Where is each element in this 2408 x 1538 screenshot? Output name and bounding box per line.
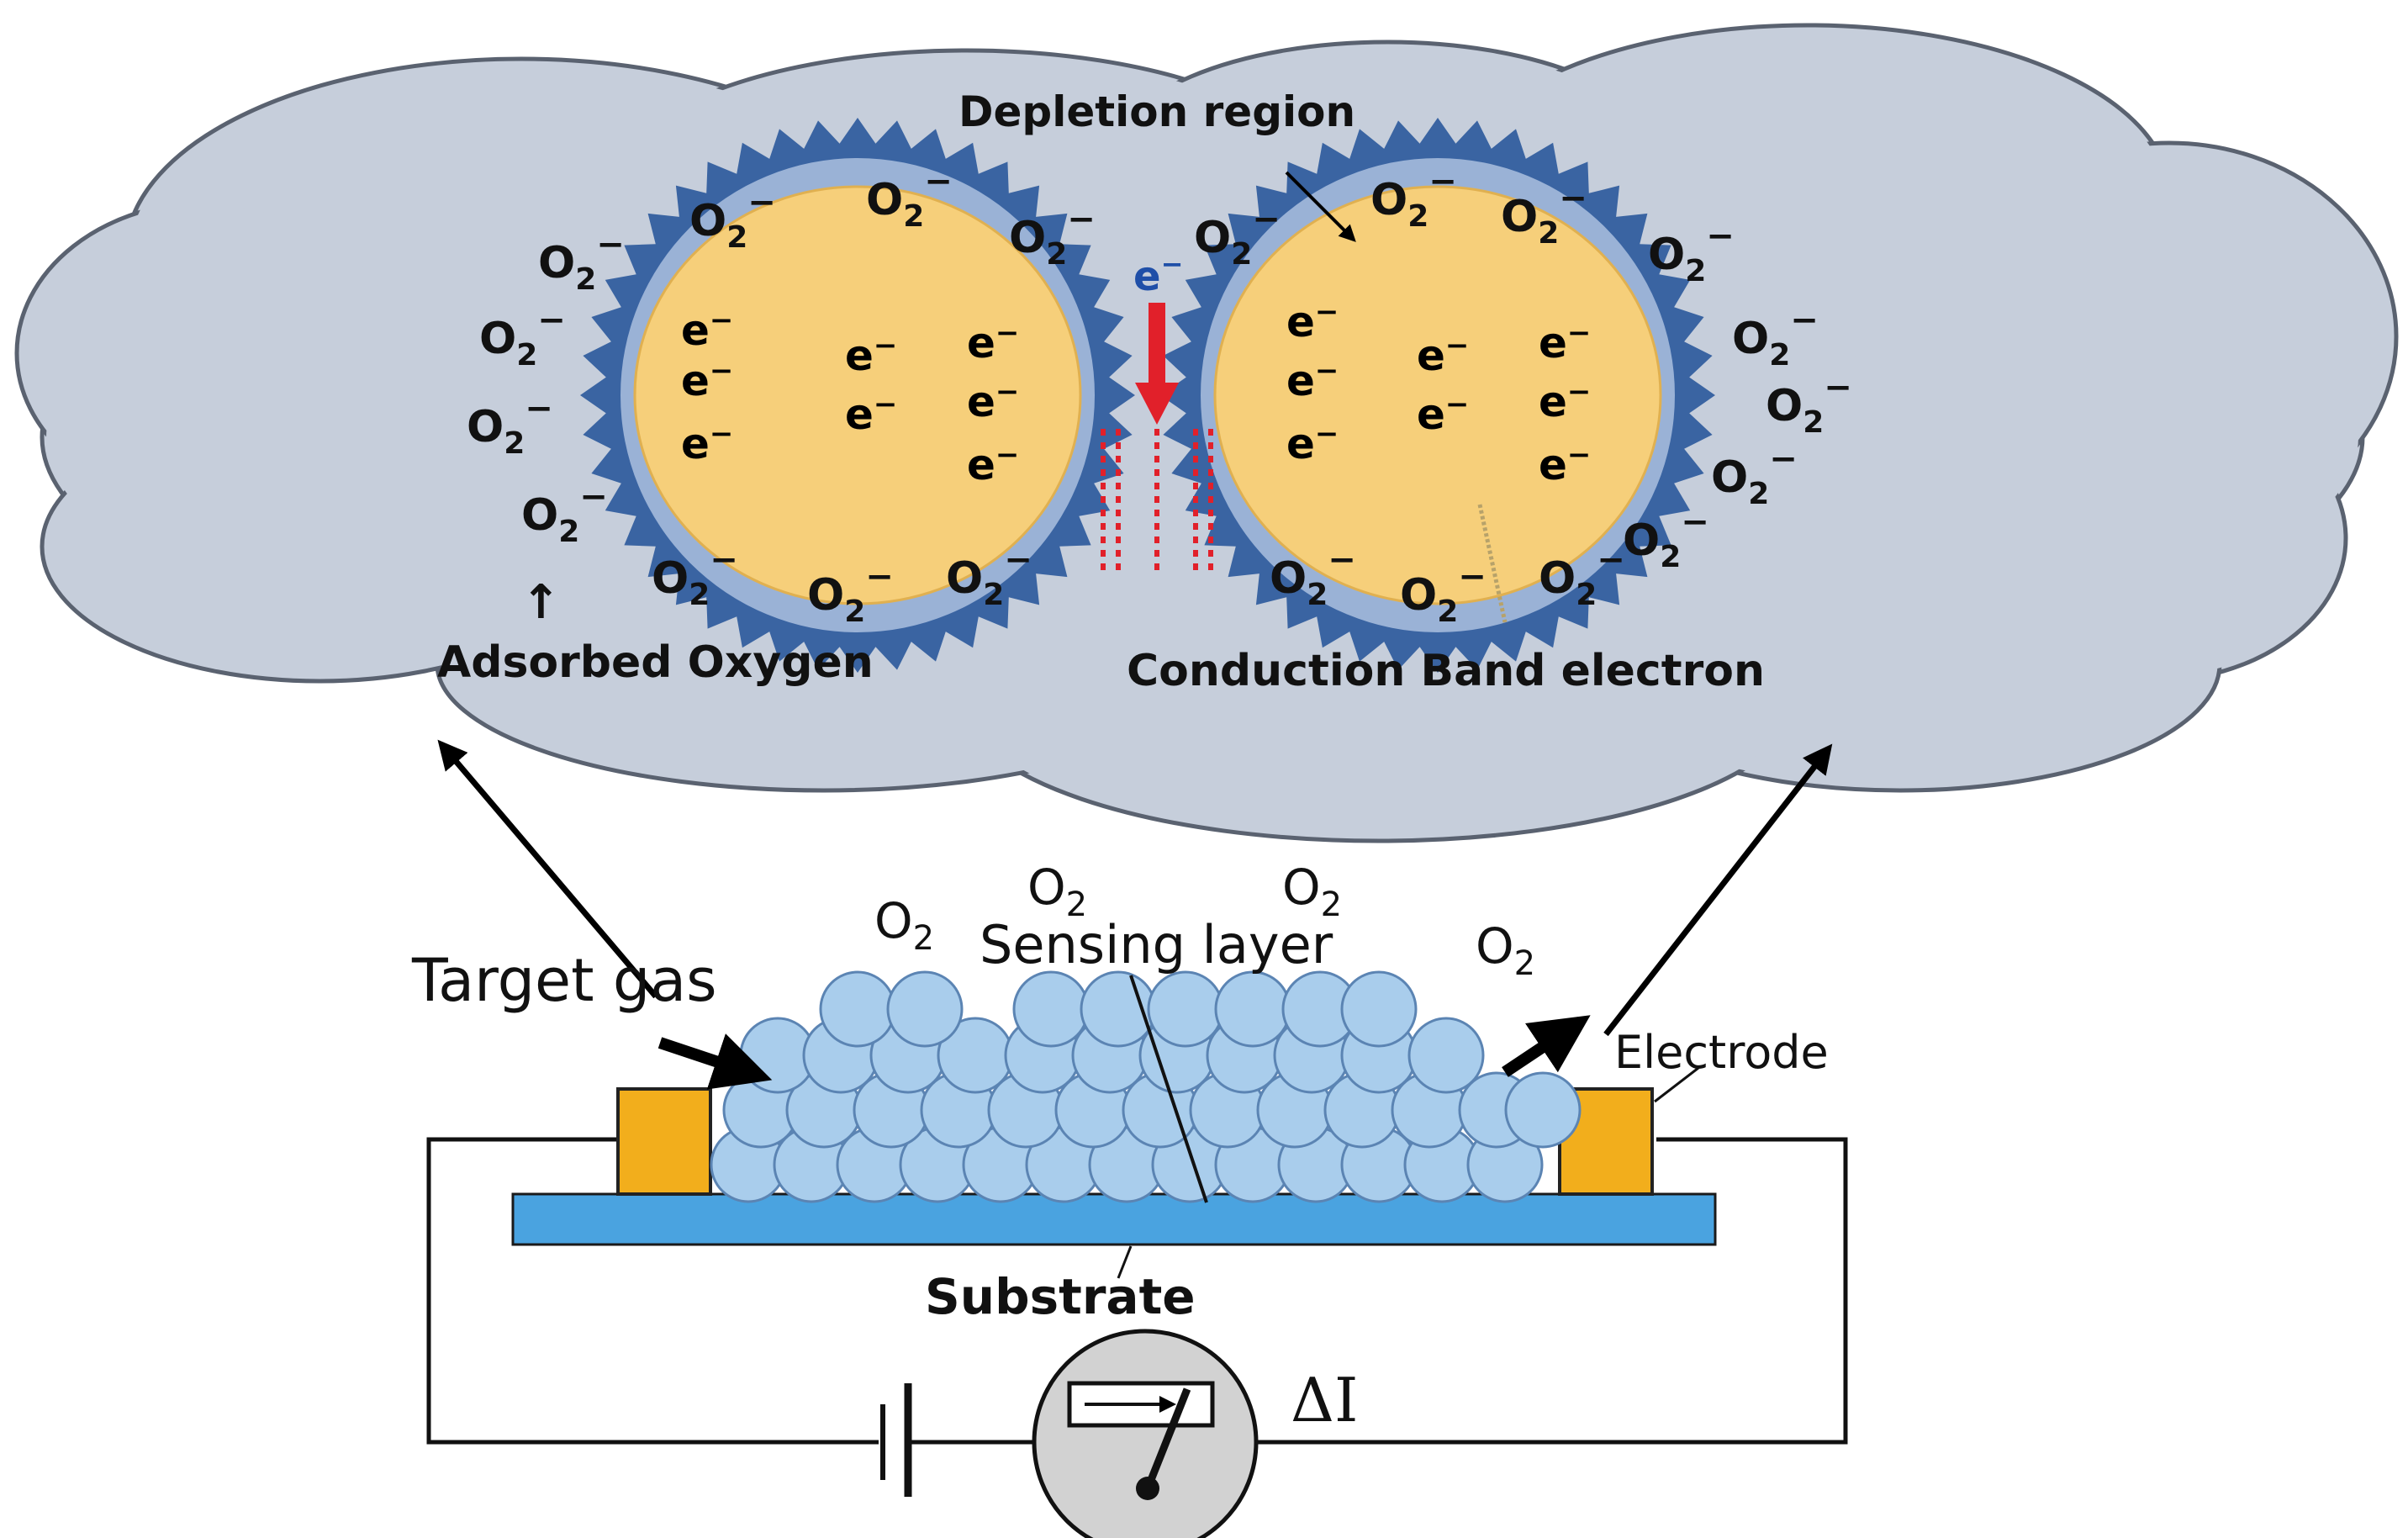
sensing-particle [1340, 970, 1418, 1048]
depletion-pointer [1285, 171, 1356, 242]
oxygen-ion: O2− [479, 301, 566, 373]
battery-icon [880, 1383, 912, 1497]
oxygen-ion: O2− [946, 541, 1032, 612]
sensing-particle [1504, 1071, 1582, 1149]
oxygen-ion: O2− [1648, 217, 1735, 288]
electron: e− [1417, 388, 1469, 439]
adsorbed-oxygen-label: Adsorbed Oxygen [437, 637, 874, 688]
sensing-particle [1080, 970, 1157, 1048]
oxygen-ion: O2− [1623, 503, 1709, 574]
oxygen-ion: O2− [866, 162, 953, 234]
oxygen-ion: O2− [652, 541, 738, 612]
electron-transfer-arrow [1135, 303, 1179, 425]
sensing-particle [1012, 970, 1090, 1048]
ammeter-icon [1032, 1329, 1259, 1538]
oxygen-ion: O2− [538, 225, 625, 297]
grain-right [1160, 118, 1715, 673]
sensing-particle [819, 970, 896, 1048]
electron: e− [1417, 329, 1469, 380]
interface-electron-label: e− [1133, 248, 1183, 300]
oxygen-molecule: O2 [1476, 917, 1535, 983]
zoom-arrow-left [437, 739, 658, 999]
electron: e− [1286, 295, 1339, 346]
electron: e− [845, 329, 897, 380]
oxygen-ion: O2− [1539, 541, 1625, 612]
oxygen-molecule: O2 [874, 892, 934, 958]
oxygen-ion: O2− [521, 478, 608, 549]
circuit-wire [426, 1137, 1848, 1445]
oxygen-ion: O2− [807, 558, 894, 629]
electrode-left [616, 1087, 712, 1196]
oxygen-ion: O2− [1370, 162, 1457, 234]
electron: e− [1286, 417, 1339, 468]
electron: e− [1286, 354, 1339, 405]
oxygen-ion: O2− [1270, 541, 1356, 612]
conduction-pointer [1477, 504, 1508, 623]
sensing-layer-particles [710, 970, 1582, 1203]
oxygen-ion: O2− [1009, 200, 1096, 272]
electron: e− [1539, 375, 1591, 426]
oxygen-ion: O2− [467, 389, 553, 461]
conduction-band-label: Conduction Band electron [1127, 646, 1765, 696]
electron: e− [681, 304, 733, 355]
electron: e− [967, 375, 1019, 426]
electron: e− [681, 417, 733, 468]
adsorbed-arrow-icon: ↑ [521, 575, 561, 630]
grain-left [580, 118, 1135, 673]
sensing-particle [886, 970, 964, 1048]
electron: e− [845, 388, 897, 439]
electron: e− [967, 316, 1019, 367]
sensing-particle [1214, 970, 1291, 1048]
substrate-label: Substrate [925, 1268, 1196, 1325]
depletion-region-label: Depletion region [958, 87, 1355, 136]
electrode-label: Electrode [1614, 1026, 1829, 1079]
oxygen-ion: O2− [1501, 179, 1587, 251]
sensing-particle [1147, 970, 1224, 1048]
oxygen-molecule: O2 [1027, 859, 1087, 924]
oxygen-ion: O2− [1194, 200, 1281, 272]
electrode-pointer [1654, 1066, 1699, 1103]
oxygen-ion: O2− [1732, 301, 1819, 373]
substrate-pointer [1117, 1245, 1133, 1279]
electron: e− [1539, 316, 1591, 367]
grain-boundary-barrier [1101, 429, 1213, 572]
electron: e− [1539, 438, 1591, 489]
gas-in-arrow [657, 1033, 773, 1090]
sensing-layer-pointer [1129, 975, 1208, 1203]
electron: e− [681, 354, 733, 405]
electron: e− [967, 438, 1019, 489]
oxygen-ion: O2− [1766, 368, 1852, 440]
gas-out-arrow [1502, 1015, 1591, 1077]
zoom-arrow-right [1603, 743, 1833, 1037]
current-change-label: ΔI [1291, 1365, 1358, 1435]
substrate [511, 1192, 1717, 1246]
sensing-layer-label: Sensing layer [980, 914, 1333, 975]
oxygen-ion: O2− [1711, 440, 1798, 511]
oxygen-ion: O2− [1400, 558, 1487, 629]
oxygen-ion: O2− [689, 183, 776, 255]
sensing-particle [1407, 1017, 1485, 1094]
oxygen-molecule: O2 [1282, 859, 1342, 924]
target-gas-label: Target gas [411, 946, 717, 1015]
